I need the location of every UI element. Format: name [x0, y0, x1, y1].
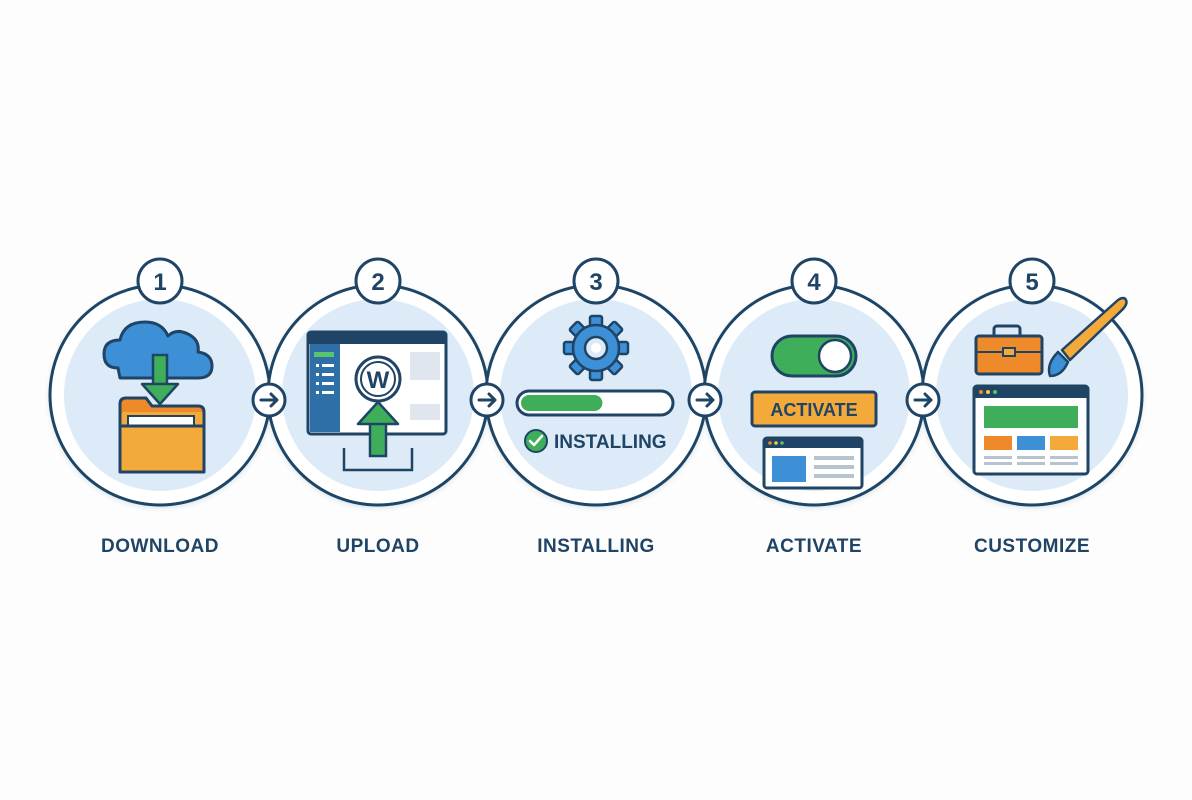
step-2-label: UPLOAD: [336, 536, 420, 557]
browser-window-icon: [762, 436, 864, 490]
progress-fill: [521, 395, 603, 411]
step-5-number: 5: [1025, 269, 1038, 296]
step-3-number-badge: [572, 257, 620, 305]
paintbrush-icon: [1047, 296, 1128, 378]
check-circle-icon: [524, 429, 548, 453]
step-4-label: ACTIVATE: [765, 536, 863, 557]
step-1-label: DOWNLOAD: [101, 536, 219, 557]
activate-button: [750, 390, 878, 428]
step-2-number-badge: [354, 257, 402, 305]
step-5-number-badge: [1008, 257, 1056, 305]
step-5-label: CUSTOMIZE: [973, 536, 1091, 557]
step-5-customize: 5: [920, 257, 1144, 507]
step-2-upload: W 2: [266, 257, 490, 507]
toggle-switch-icon: [770, 334, 858, 378]
step-3-label: INSTALLING: [537, 536, 655, 557]
step-4-number: 4: [807, 269, 821, 296]
website-layout-icon: [972, 384, 1090, 476]
step-1-number: 1: [153, 269, 166, 296]
arrow-right-icon: [251, 382, 287, 418]
cloud-download-folder-icon: [102, 320, 214, 474]
step-3-number: 3: [589, 269, 602, 296]
step-1-download: 1: [48, 257, 272, 507]
step-1-number-badge: [136, 257, 184, 305]
step-4-number-badge: [790, 257, 838, 305]
gear-icon: [562, 314, 630, 382]
step-2-number: 2: [371, 269, 384, 296]
progress-bar: [515, 389, 675, 417]
arrow-right-icon: [469, 382, 505, 418]
toolbox-icon: [974, 324, 1044, 376]
activate-button-label: ACTIVATE: [770, 400, 857, 420]
step-3-installing: INSTALLING 3: [484, 257, 708, 507]
arrow-right-icon: [687, 382, 723, 418]
step-4-activate: ACTIVATE 4: [702, 257, 926, 507]
installing-status-text: INSTALLING: [554, 432, 667, 453]
wordpress-upload-icon: W: [306, 330, 448, 472]
svg-text:W: W: [367, 367, 390, 394]
arrow-right-icon: [905, 382, 941, 418]
